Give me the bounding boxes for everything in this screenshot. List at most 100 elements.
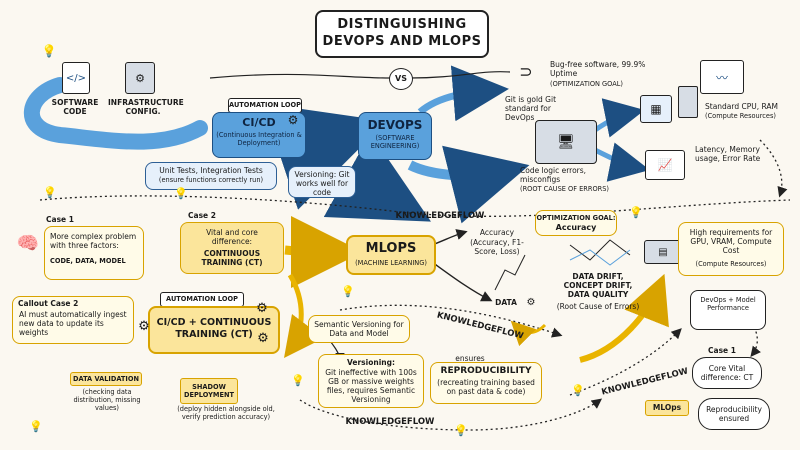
knowledgeflow-label-top: KNOWLEDGEFLOW bbox=[395, 211, 485, 221]
versioning-text: Git ineffective with 100s GB or massive … bbox=[325, 368, 417, 404]
case2-ct: CONTINUOUS TRAINING (CT) bbox=[201, 249, 263, 267]
arrow-servers-to-latency bbox=[593, 142, 650, 182]
dotted-knowledgeflow-top bbox=[39, 195, 791, 217]
software-code-label: SOFTWARE CODE bbox=[51, 98, 99, 116]
cicd-ct-label: CI/CD + CONTINUOUS TRAINING (CT) bbox=[156, 317, 272, 340]
gpu-requirements-box: High requirements for GPU, VRAM, Compute… bbox=[678, 222, 784, 276]
lightbulb-icon-6: 💡 bbox=[291, 373, 305, 387]
automation-loop-label-2: AUTOMATION LOOP bbox=[166, 295, 238, 303]
shadow-deployment-tag: SHADOW DEPLOYMENT bbox=[180, 378, 238, 404]
versioning-git-label: Versioning: Git works well for code bbox=[294, 170, 350, 197]
dotted-knowledgeflow-bottom bbox=[299, 398, 603, 431]
arrow-repro-up bbox=[579, 273, 669, 363]
mini-chart-drift bbox=[569, 239, 631, 261]
lightbulb-icon-5: 💡 bbox=[341, 284, 355, 298]
unit-tests-label: Unit Tests, Integration Tests bbox=[159, 166, 263, 175]
dotted-right-top bbox=[759, 139, 788, 198]
versioning-label: Versioning: bbox=[347, 358, 395, 367]
arrow-devops-to-gitgold bbox=[417, 65, 509, 122]
gpu-requirements-label: High requirements for GPU, VRAM, Compute… bbox=[689, 228, 773, 255]
data-validation-sub: (checking data distribution, missing val… bbox=[73, 388, 141, 412]
swoosh-cicd-to-devops bbox=[262, 103, 387, 210]
knowledgeflow-label-bottom: KNOWLEDGEFLOW bbox=[345, 417, 435, 427]
mlops-tag: MLOps bbox=[645, 400, 689, 416]
opt-goal-value: Accuracy bbox=[555, 223, 597, 232]
server-gear-icon: ⚙ bbox=[125, 62, 155, 94]
automation-loop-tag-2: AUTOMATION LOOP bbox=[160, 292, 244, 307]
lightbulb-icon: 💡 bbox=[41, 44, 57, 58]
gear-icon: ⚙ bbox=[256, 300, 268, 316]
lightbulb-icon-7: 💡 bbox=[571, 383, 585, 397]
devops-sub: (SOFTWARE ENGINEERING) bbox=[370, 134, 420, 150]
pc-tower-icon bbox=[678, 86, 698, 118]
title-line2: DEVOPS AND MLOPS bbox=[322, 34, 482, 49]
arrow-mlops-to-data bbox=[431, 261, 493, 302]
case1-box: More complex problem with three factors:… bbox=[44, 226, 144, 280]
mlops-box: MLOPS (MACHINE LEARNING) bbox=[346, 235, 436, 275]
gpu-compute-label: (Compute Resources) bbox=[695, 260, 767, 268]
accuracy-label: Accuracy bbox=[479, 228, 515, 237]
semantic-versioning-box: Semantic Versioning for Data and Model bbox=[308, 315, 410, 343]
server-rack-icon: 🖥 bbox=[535, 120, 597, 164]
mlops-case1-label: Case 1 bbox=[708, 346, 736, 355]
cicd-title: CI/CD bbox=[242, 116, 276, 129]
optimization-goal-label: (OPTIMIZATION GOAL) bbox=[550, 80, 623, 88]
arrow-mlops-to-accuracy bbox=[431, 229, 468, 246]
unit-tests-sub: (ensure functions correctly run) bbox=[158, 176, 264, 184]
callout-case2-text: AI must automatically ingest new data to… bbox=[19, 310, 127, 337]
latency-label: Latency, Memory usage, Error Rate bbox=[695, 145, 761, 163]
versioning-box: Versioning: Git ineffective with 100s GB… bbox=[318, 354, 424, 408]
dotted-right-down bbox=[744, 314, 761, 358]
opt-goal-label: OPTIMIZATION GOAL: bbox=[536, 214, 616, 222]
vs-line bbox=[209, 71, 511, 79]
root-cause-label: (ROOT CAUSE OF ERRORS) bbox=[520, 185, 609, 193]
case1-text: More complex problem with three factors: bbox=[50, 232, 137, 250]
reproducibility-ensured-box: Reproducibility ensured bbox=[698, 398, 770, 430]
lightbulb-icon-4: 💡 bbox=[629, 205, 643, 219]
infra-config-label: INFRASTRUCTURE CONFIG. bbox=[108, 98, 184, 116]
data-label: DATA bbox=[495, 298, 517, 307]
performance-monitor-label: DevOps + Model Performance bbox=[700, 296, 756, 312]
logic-gate-icon: ⊃ bbox=[519, 61, 533, 81]
core-vital-label: Core Vital difference: CT bbox=[700, 364, 754, 382]
mlops-tag-label: MLOps bbox=[652, 403, 682, 412]
mini-chart-accuracy bbox=[494, 254, 526, 291]
lightbulb-icon-9: 💡 bbox=[29, 419, 43, 433]
automation-loop-label: AUTOMATION LOOP bbox=[229, 101, 301, 109]
cicd-box: CI/CD (Continuous Integration & Deployme… bbox=[212, 112, 306, 158]
automation-loop-tag: AUTOMATION LOOP bbox=[228, 98, 302, 113]
title-box: DISTINGUISHING DEVOPS AND MLOPS bbox=[315, 10, 489, 58]
lightbulb-icon-8: 💡 bbox=[454, 423, 468, 437]
gear-icon-3: ⚙ bbox=[138, 318, 150, 334]
code-logic-label: Code logic errors, misconfigs bbox=[520, 166, 587, 184]
mlops-sub: (MACHINE LEARNING) bbox=[355, 259, 427, 267]
performance-monitor-box: DevOps + Model Performance bbox=[690, 290, 766, 330]
devops-box: DEVOPS (SOFTWARE ENGINEERING) bbox=[358, 112, 432, 160]
code-file-icon: </> bbox=[62, 62, 90, 94]
gear-icon-2: ⚙ bbox=[257, 330, 269, 346]
standard-cpu-label: Standard CPU, RAM bbox=[705, 102, 779, 111]
lightbulb-icon-2: 💡 bbox=[43, 185, 57, 199]
arrow-devops-down bbox=[323, 133, 431, 222]
callout-case2-label: Callout Case 2 bbox=[18, 299, 79, 308]
bug-free-label: Bug-free software, 99.9% Uptime bbox=[550, 60, 646, 78]
factors-text: CODE, DATA, MODEL bbox=[50, 257, 126, 265]
git-gold-label: Git is gold Git standard for DevOps bbox=[505, 95, 557, 122]
cicd-sub: (Continuous Integration & Deployment) bbox=[216, 131, 302, 147]
compute-resources-label: (Compute Resources) bbox=[705, 112, 776, 120]
arrow-servers-to-cpu bbox=[593, 98, 645, 138]
monitor-icon: 〰 bbox=[700, 60, 744, 94]
ensures-label: ensures bbox=[455, 354, 485, 363]
case1-label: Case 1 bbox=[46, 215, 74, 224]
shadow-deployment-sub: (deploy hidden alongside old, verify pre… bbox=[177, 405, 275, 421]
shadow-deployment-label: SHADOW DEPLOYMENT bbox=[183, 383, 234, 399]
vs-label: VS bbox=[395, 74, 407, 83]
cpu-chip-icon: ▦ bbox=[640, 95, 672, 123]
accuracy-sub: (Accuracy, F1-Score, Loss) bbox=[470, 238, 524, 256]
reproducibility-label: REPRODUCIBILITY bbox=[440, 366, 532, 376]
vs-badge: VS bbox=[389, 68, 413, 90]
versioning-git-box: Versioning: Git works well for code bbox=[288, 166, 356, 198]
drift-label: DATA DRIFT, CONCEPT DRIFT, DATA QUALITY bbox=[563, 272, 633, 299]
